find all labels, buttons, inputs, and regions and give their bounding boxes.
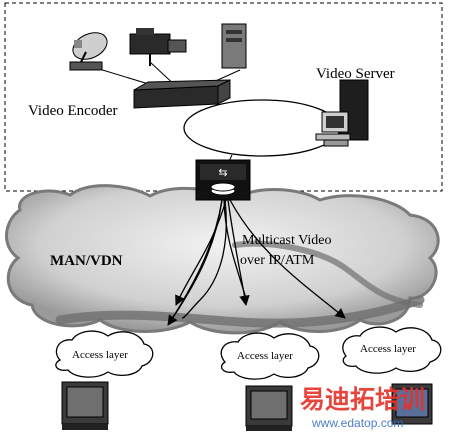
video-server-label: Video Server (316, 66, 395, 82)
tv-monitor-icon (391, 383, 433, 425)
computer-tower-icon (221, 23, 247, 69)
access-layer-label: Access layer (237, 350, 293, 362)
man-vdn-label: MAN/VDN (50, 253, 123, 269)
video-camera-icon (129, 28, 187, 66)
encoder-device-icon (133, 79, 231, 109)
access-layer-label: Access layer (360, 343, 416, 355)
multicast-arrows (167, 199, 346, 326)
multicast-label-line1: Multicast Video (242, 233, 332, 248)
video-encoder-label: Video Encoder (28, 103, 117, 119)
router-icon: ⇆ (195, 159, 251, 201)
svg-text:⇆: ⇆ (218, 167, 227, 179)
watermark-url: www.edatop.com (311, 416, 403, 430)
tv-monitor-icon (61, 381, 109, 430)
multicast-label-line2: over IP/ATM (240, 253, 315, 268)
access-cloud-1 (55, 330, 154, 378)
access-cloud-3 (342, 326, 442, 374)
ring-network (183, 99, 341, 157)
watermark-cn: 易迪拓培训 (300, 385, 425, 414)
satellite-dish-icon (69, 32, 108, 71)
tv-monitor-icon (245, 385, 293, 431)
access-layer-label: Access layer (72, 349, 128, 361)
access-cloud-2 (220, 332, 320, 380)
server-workstation-icon (315, 79, 369, 147)
